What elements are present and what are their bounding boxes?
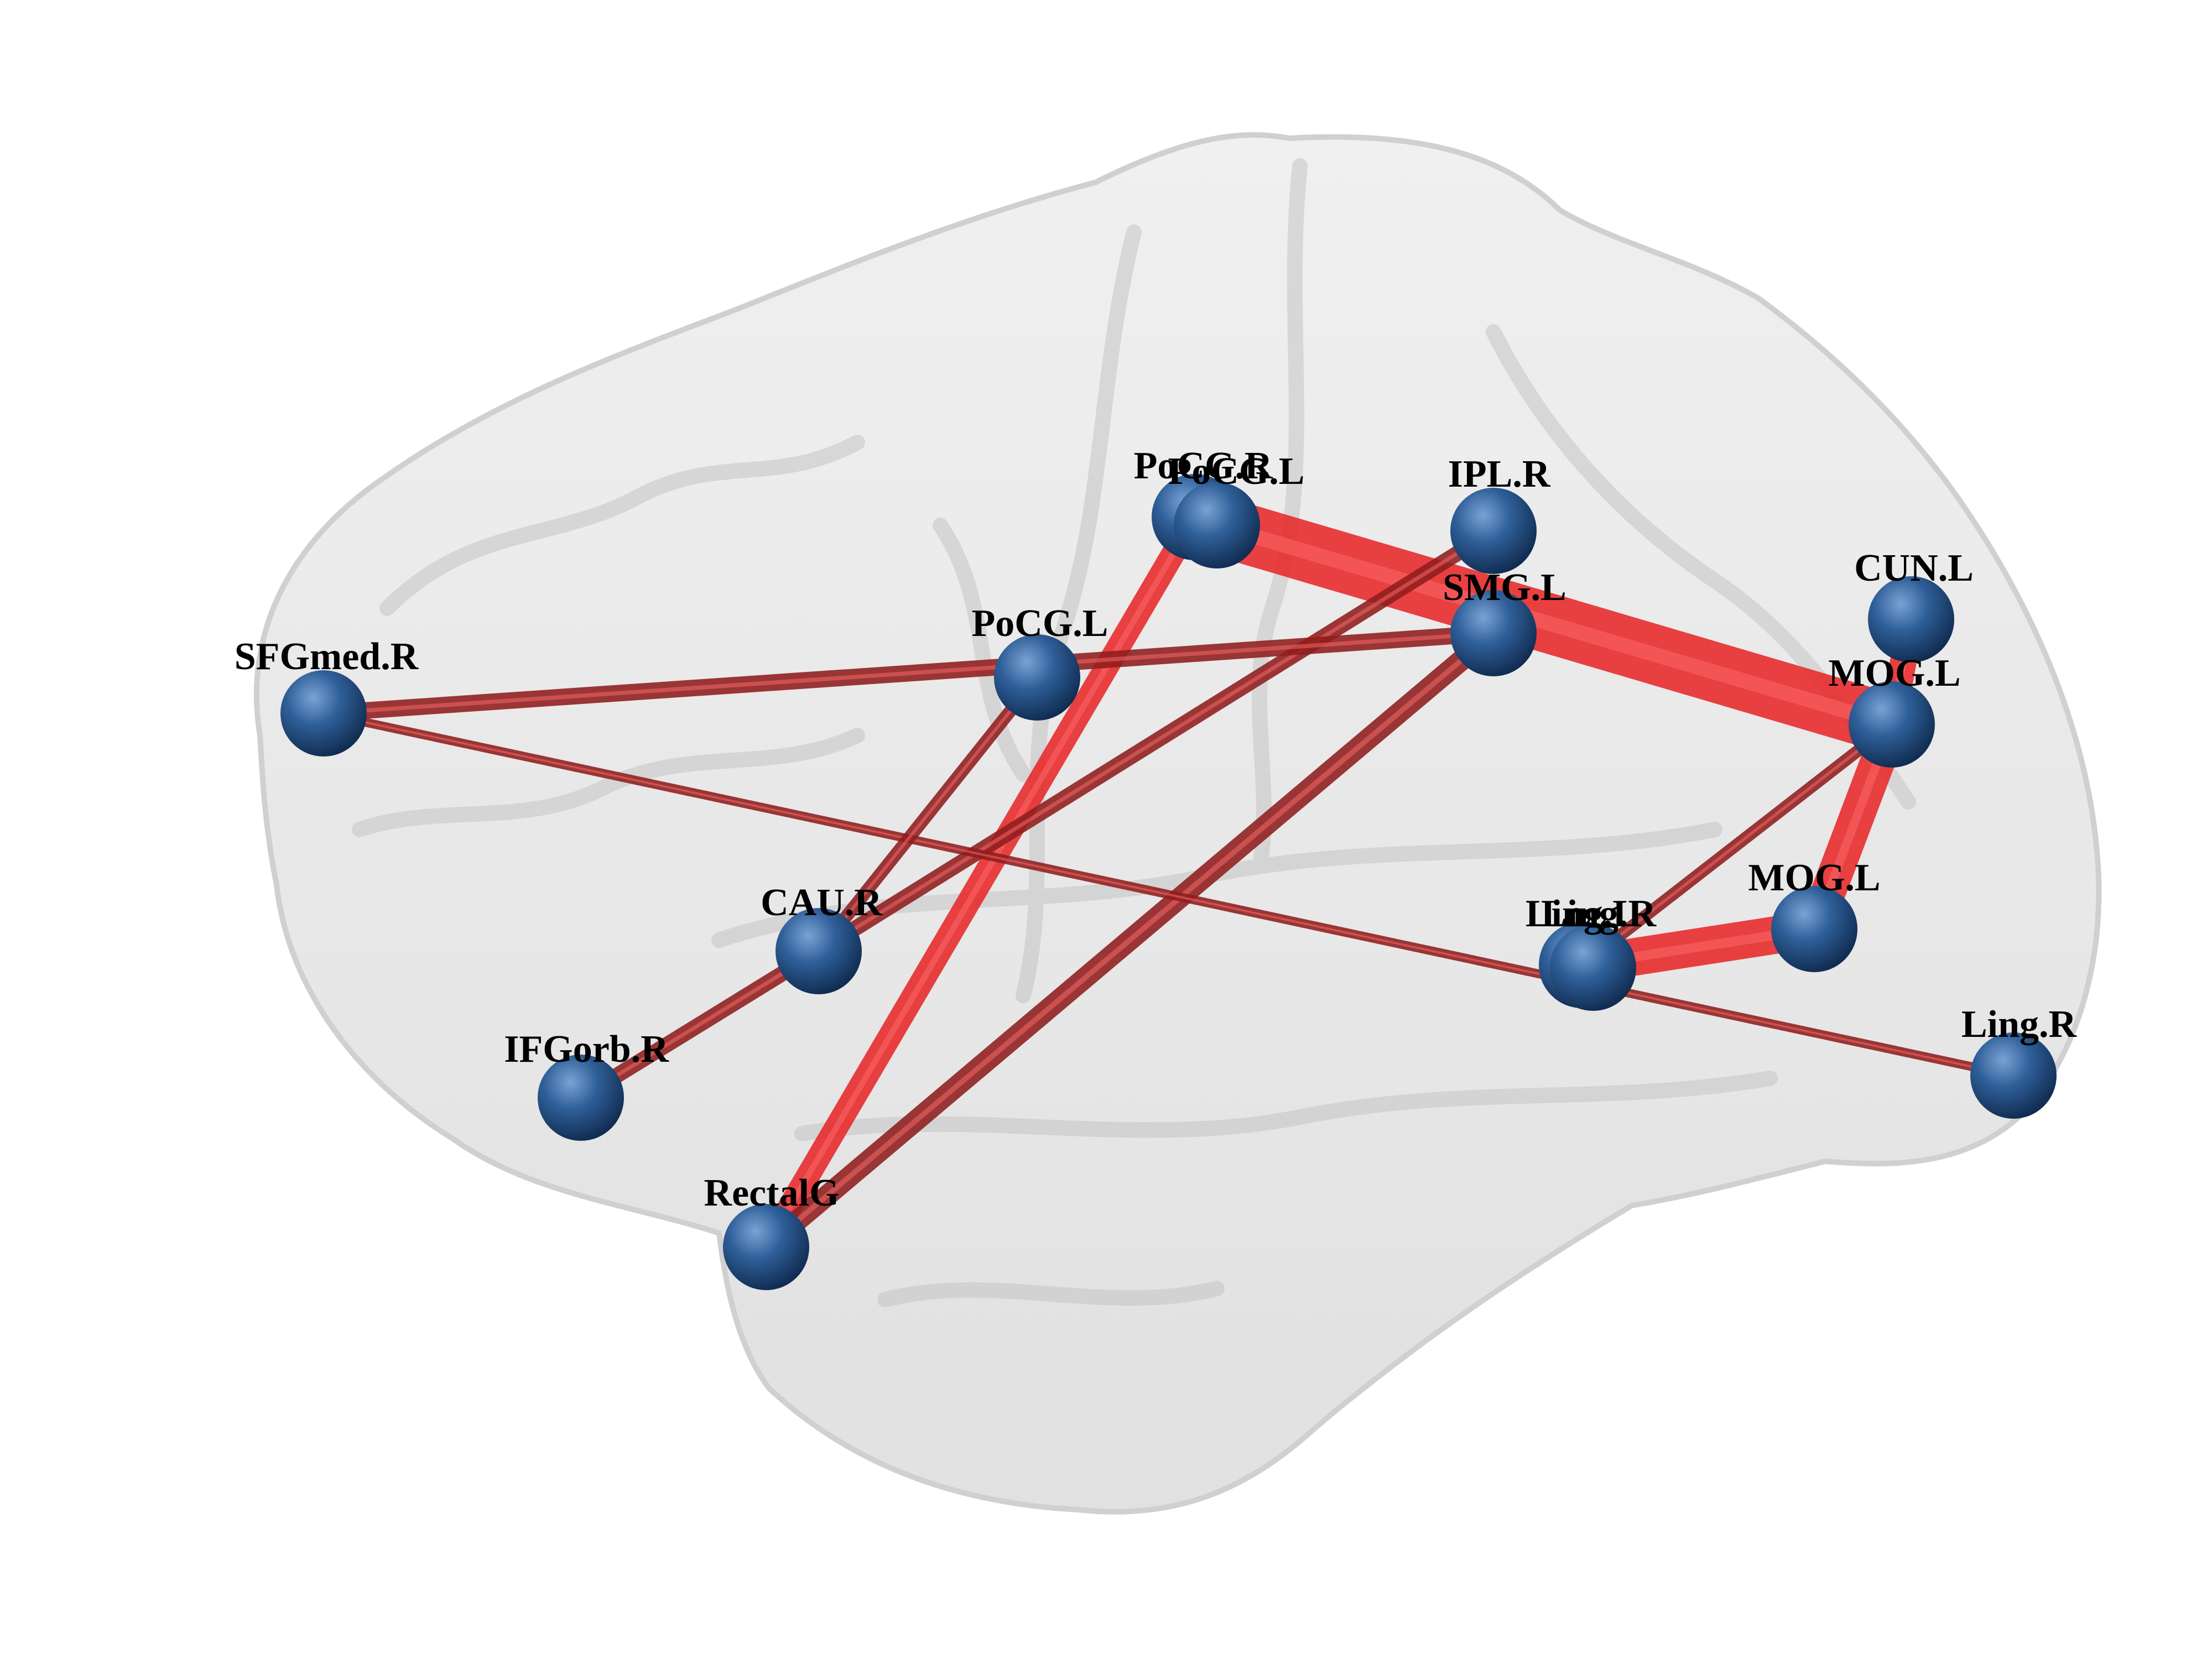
edge-highlight xyxy=(1580,723,1893,967)
sulcus-9 xyxy=(933,518,1031,782)
node-label-MOG.L.upper: MOG.L xyxy=(1828,652,1960,695)
node-label-Ling.L: Ling.L xyxy=(1526,893,1638,935)
brain-outline xyxy=(253,132,2102,1515)
node-label-MOG.L.lower: MOG.L xyxy=(1748,857,1880,899)
node-label-SFGmed.R: SFGmed.R xyxy=(235,635,419,678)
node-MOG.L.lower-icon xyxy=(1771,886,1857,972)
node-IPL.R-icon xyxy=(1450,488,1537,574)
node-Ling.R.right-icon xyxy=(1970,1032,2057,1119)
node-label-CAU.R: CAU.R xyxy=(761,881,883,924)
node-label-Ling.R.right: Ling.R xyxy=(1961,1003,2078,1046)
node-label-PoCG.L.mid: PoCG.L xyxy=(972,602,1108,645)
node-SMG.L-icon xyxy=(1450,590,1537,676)
node-Ling.R.center-icon xyxy=(1550,925,1636,1011)
edge-highlight xyxy=(816,529,1496,953)
edge-highlight xyxy=(763,630,1496,1250)
nodes-layer xyxy=(280,474,2057,1290)
edge-highlight xyxy=(1209,518,1899,732)
sulcus-8 xyxy=(877,1281,1225,1307)
node-IFGorb.R-icon xyxy=(538,1055,624,1141)
edge-highlight xyxy=(321,631,1496,716)
node-MOG.L.upper-icon xyxy=(1849,681,1935,768)
node-label-PoCG.L.top: PoCG.L xyxy=(1168,450,1305,493)
node-SFGmed.R-icon xyxy=(280,670,367,757)
edge-highlight xyxy=(322,712,2015,1077)
node-label-CUN.L: CUN.L xyxy=(1854,547,1974,589)
node-label-SMG.L: SMG.L xyxy=(1443,566,1566,609)
node-CAU.R-icon xyxy=(775,908,862,994)
node-label-PoCG.R: PoCG.R xyxy=(1134,445,1273,487)
node-label-IFGorb.R: IFGorb.R xyxy=(504,1028,669,1071)
brain-surface xyxy=(253,132,2102,1515)
node-label-IPL.R: IPL.R xyxy=(1448,453,1551,495)
node-PoCG.L.top-icon xyxy=(1174,482,1260,568)
node-RectalG-icon xyxy=(723,1204,809,1290)
node-label-Ling.R.center: Ling.R xyxy=(1541,893,1657,935)
node-PoCG.L.mid-icon xyxy=(994,634,1080,721)
sulcus-5 xyxy=(794,1071,1778,1141)
sulcus-1 xyxy=(379,435,865,616)
node-CUN.L-icon xyxy=(1868,576,1954,662)
edge-highlight xyxy=(817,676,1039,953)
edge-highlight xyxy=(579,949,821,1100)
edge-highlight xyxy=(763,514,1198,1250)
sulcus-7 xyxy=(352,728,865,837)
node-label-RectalG: RectalG xyxy=(704,1172,840,1214)
